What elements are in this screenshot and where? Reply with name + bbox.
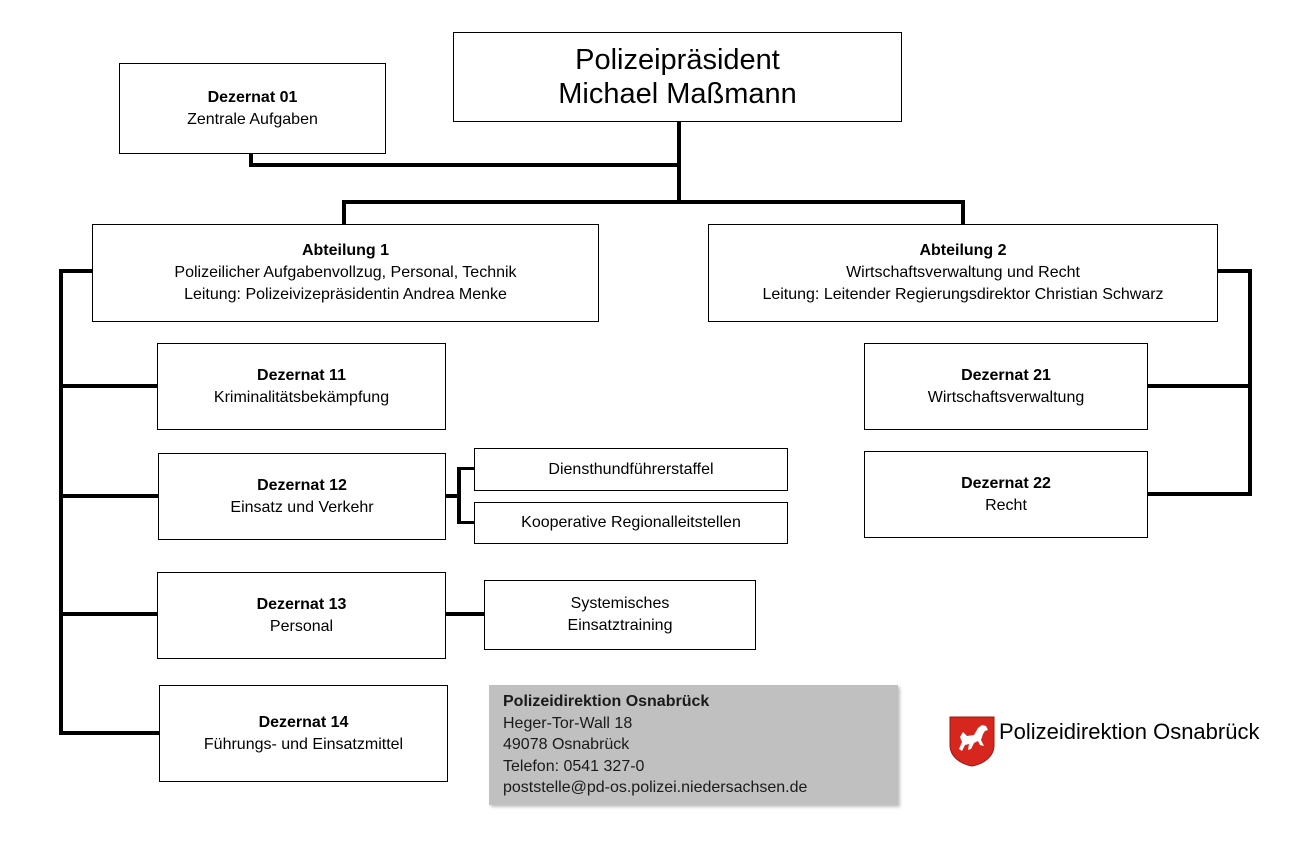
dezernat-14-box: Dezernat 14 Führungs- und Einsatzmittel xyxy=(159,685,448,782)
abteilung-2-box: Abteilung 2 Wirtschaftsverwaltung und Re… xyxy=(708,224,1218,322)
connector-line xyxy=(59,269,93,273)
abteilung-2-leader: Leitung: Leitender Regierungsdirektor Ch… xyxy=(762,286,1164,303)
connector-line xyxy=(457,467,461,524)
abteilung-1-title: Abteilung 1 xyxy=(301,242,390,259)
connector-line xyxy=(59,731,160,735)
connector-line xyxy=(1147,492,1252,496)
kooperative-regionalleitstellen-label: Kooperative Regionalleitstellen xyxy=(521,514,741,531)
diensthundfuehrerstaffel-label: Diensthundführerstaffel xyxy=(548,460,714,478)
connector-line xyxy=(59,494,159,498)
connector-line xyxy=(445,612,485,616)
connector-line xyxy=(1147,384,1252,388)
systemisches-einsatztraining-box: Systemisches Einsatztraining xyxy=(484,580,756,650)
dezernat-11-box: Dezernat 11 Kriminalitätsbekämpfung xyxy=(157,343,446,430)
contact-city: 49078 Osnabrück xyxy=(503,736,630,753)
systemisches-einsatztraining-line2: Einsatztraining xyxy=(567,617,673,634)
president-box: Polizeipräsident Michael Maßmann xyxy=(453,32,902,122)
dezernat-13-subtitle: Personal xyxy=(269,617,334,635)
connector-line xyxy=(59,384,158,388)
abteilung-1-leader: Leitung: Polizeivizepräsidentin Andrea M… xyxy=(184,286,507,303)
abteilung-1-box: Abteilung 1 Polizeilicher Aufgabenvollzu… xyxy=(92,224,599,322)
contact-email: poststelle@pd-os.polizei.niedersachsen.d… xyxy=(503,779,808,796)
connector-line xyxy=(1248,269,1252,496)
diensthundfuehrerstaffel-box: Diensthundführerstaffel xyxy=(474,448,788,491)
connector-line xyxy=(961,200,965,225)
abteilung-2-description: Wirtschaftsverwaltung und Recht xyxy=(846,264,1080,281)
dezernat-14-subtitle: Führungs- und Einsatzmittel xyxy=(203,735,404,753)
dezernat-12-box: Dezernat 12 Einsatz und Verkehr xyxy=(158,453,446,540)
dezernat-21-title: Dezernat 21 xyxy=(961,366,1051,384)
connector-line xyxy=(457,467,475,470)
connector-line xyxy=(342,200,965,204)
logo-text: Polizeidirektion Osnabrück xyxy=(999,719,1260,744)
connector-line xyxy=(59,612,158,616)
dezernat-12-subtitle: Einsatz und Verkehr xyxy=(230,498,374,516)
contact-info-box: Polizeidirektion Osnabrück Heger-Tor-Wal… xyxy=(489,685,898,805)
dezernat-13-box: Dezernat 13 Personal xyxy=(157,572,446,659)
dezernat-01-box: Dezernat 01 Zentrale Aufgaben xyxy=(119,63,386,154)
dezernat-21-box: Dezernat 21 Wirtschaftsverwaltung xyxy=(864,343,1148,430)
dezernat-12-title: Dezernat 12 xyxy=(257,476,347,494)
dezernat-21-subtitle: Wirtschaftsverwaltung xyxy=(927,388,1085,406)
connector-line xyxy=(457,521,475,524)
contact-title: Polizeidirektion Osnabrück xyxy=(503,693,710,710)
dezernat-22-title: Dezernat 22 xyxy=(961,474,1051,492)
dezernat-01-title: Dezernat 01 xyxy=(207,88,298,106)
contact-street: Heger-Tor-Wall 18 xyxy=(503,714,633,732)
dezernat-13-title: Dezernat 13 xyxy=(256,595,347,613)
connector-line xyxy=(677,121,681,204)
dezernat-01-subtitle: Zentrale Aufgaben xyxy=(187,110,318,128)
lower-saxony-horse-crest-icon xyxy=(949,716,995,767)
connector-line xyxy=(249,152,253,167)
kooperative-regionalleitstellen-box: Kooperative Regionalleitstellen xyxy=(474,502,788,544)
connector-line xyxy=(342,200,346,225)
president-name: Michael Maßmann xyxy=(558,78,797,110)
abteilung-1-description: Polizeilicher Aufgabenvollzug, Personal,… xyxy=(174,264,517,281)
dezernat-14-title: Dezernat 14 xyxy=(258,713,349,731)
abteilung-2-title: Abteilung 2 xyxy=(919,242,1007,259)
contact-phone: Telefon: 0541 327-0 xyxy=(503,757,645,775)
dezernat-11-title: Dezernat 11 xyxy=(257,366,346,384)
systemisches-einsatztraining-line1: Systemisches xyxy=(570,595,670,612)
connector-line xyxy=(59,269,63,735)
connector-line xyxy=(1217,269,1252,273)
connector-line xyxy=(249,163,681,167)
dezernat-22-subtitle: Recht xyxy=(985,496,1027,514)
connector-line xyxy=(445,494,461,498)
dezernat-11-subtitle: Kriminalitätsbekämpfung xyxy=(213,388,390,406)
president-title: Polizeipräsident xyxy=(575,44,780,76)
dezernat-22-box: Dezernat 22 Recht xyxy=(864,451,1148,538)
